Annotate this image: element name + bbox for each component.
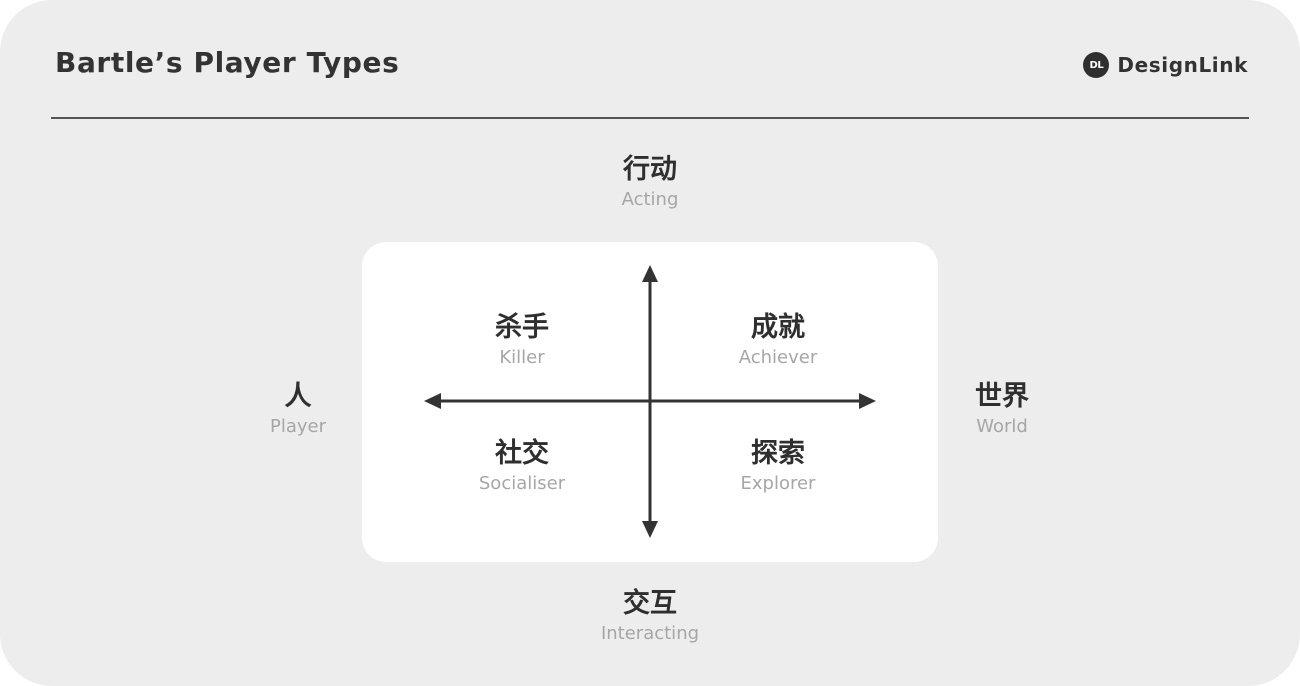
axis-label-en: World bbox=[976, 416, 1028, 437]
axis-label-en: Player bbox=[269, 416, 326, 437]
quadrant-label-en: Socialiser bbox=[478, 473, 566, 494]
arrow-down-icon bbox=[642, 521, 658, 538]
quadrant-label-en: Explorer bbox=[740, 473, 816, 494]
axis-label-player: 人 Player bbox=[218, 380, 378, 440]
axis-label-en: Acting bbox=[621, 189, 679, 210]
quadrant-killer: 杀手 Killer bbox=[432, 311, 612, 371]
header-divider bbox=[51, 117, 1249, 119]
axis-label-zh: 行动 bbox=[623, 154, 677, 185]
arrow-right-icon bbox=[859, 393, 876, 409]
quadrant-socialiser: 社交 Socialiser bbox=[432, 437, 612, 497]
quadrant-achiever: 成就 Achiever bbox=[688, 311, 868, 371]
quadrant-label-zh: 成就 bbox=[751, 312, 805, 343]
axis-label-acting: 行动 Acting bbox=[570, 153, 730, 213]
axis-label-interacting: 交互 Interacting bbox=[570, 587, 730, 647]
quadrant-label-zh: 社交 bbox=[495, 438, 549, 469]
quadrant-label-en: Achiever bbox=[738, 347, 818, 368]
axis-label-en: Interacting bbox=[600, 623, 700, 644]
quadrant-label-zh: 探索 bbox=[751, 438, 805, 469]
axis-label-world: 世界 World bbox=[922, 380, 1082, 440]
quadrant-explorer: 探索 Explorer bbox=[688, 437, 868, 497]
brand-name: DesignLink bbox=[1117, 53, 1248, 77]
designlink-logo-icon: DL bbox=[1083, 52, 1110, 78]
arrow-up-icon bbox=[642, 265, 658, 282]
arrow-left-icon bbox=[424, 393, 441, 409]
page-title: Bartle’s Player Types bbox=[55, 46, 400, 79]
quadrant-label-zh: 杀手 bbox=[495, 312, 549, 343]
brand: DL DesignLink bbox=[1083, 52, 1248, 78]
quadrant-label-en: Killer bbox=[499, 347, 545, 368]
axis-label-zh: 交互 bbox=[623, 588, 677, 619]
axis-label-zh: 世界 bbox=[975, 381, 1029, 412]
axis-label-zh: 人 bbox=[284, 381, 312, 412]
